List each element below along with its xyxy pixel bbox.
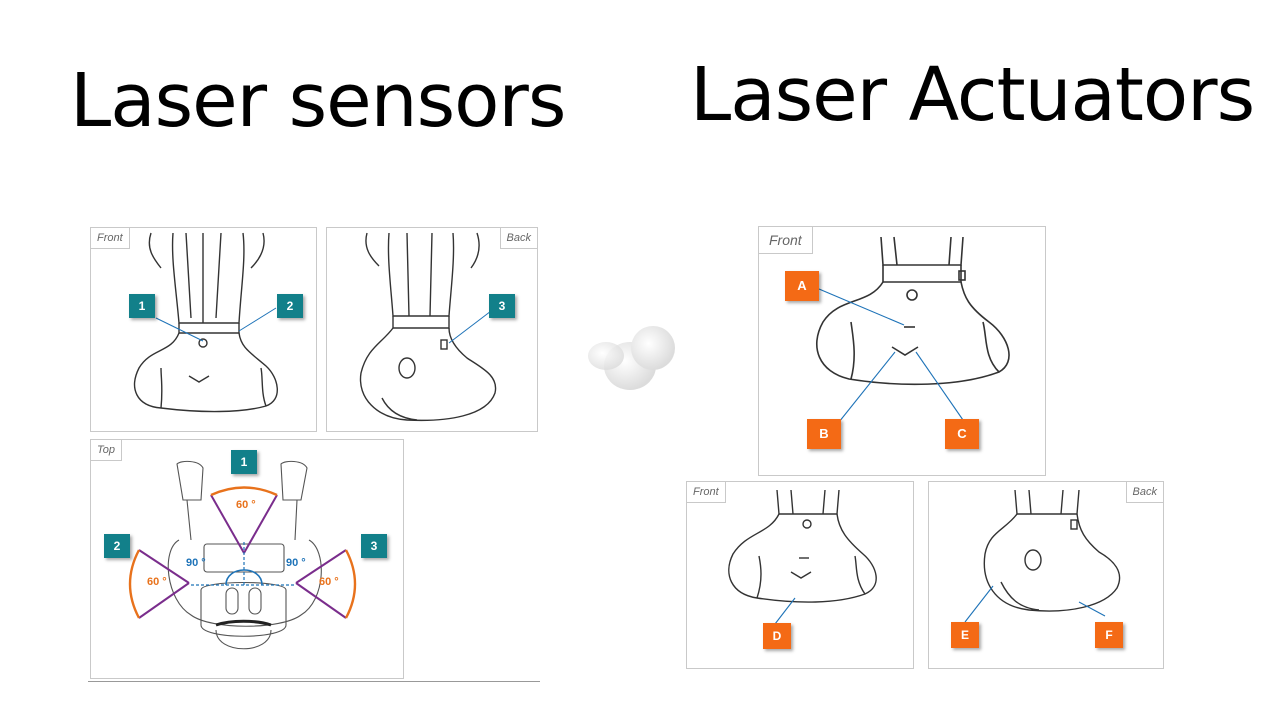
robot-base-front-large-drawing [815,236,1010,423]
sensor-badge-3: 3 [361,534,387,558]
sensor-badge-2: 2 [104,534,130,558]
robot-base-front-small-drawing [728,489,877,625]
view-label-front: Front [90,227,130,249]
sensor-badge-2: 2 [277,294,303,318]
decorative-cloud [588,326,675,390]
sensor-badge-3: 3 [489,294,515,318]
sensor-back-panel: Back 3 [326,227,538,432]
sensor-front-panel: Front 1 2 [90,227,317,432]
laser-actuators-title: Laser Actuators [690,52,1255,138]
actuator-badge-a: A [785,271,819,301]
view-label-front: Front [686,481,726,503]
robot-base-front-drawing [134,232,278,413]
angle-label-left-inner: 90 ° [186,557,206,569]
actuator-badge-b: B [807,419,841,449]
actuator-front-small-panel: Front D [686,481,914,669]
angle-label-left: 60 ° [147,576,167,588]
laser-sensors-title: Laser sensors [70,58,566,144]
view-label-back: Back [1125,481,1164,503]
sensor-badge-1: 1 [231,450,257,474]
actuator-badge-f: F [1095,622,1123,648]
divider-line [88,681,540,682]
actuator-badge-c: C [945,419,979,449]
robot-base-back-drawing [359,232,497,422]
actuator-badge-e: E [951,622,979,648]
robot-top-view-drawing [128,460,357,650]
actuator-badge-d: D [763,623,791,649]
actuator-front-large-panel: Front A B C [758,226,1046,476]
angle-label-front: 60 ° [236,499,256,511]
view-label-back: Back [499,227,538,249]
robot-base-back-small-drawing [964,489,1121,623]
angle-label-right-inner: 90 ° [286,557,306,569]
view-label-top: Top [90,439,122,461]
actuator-back-small-panel: Back E F [928,481,1164,669]
view-label-front: Front [758,226,813,254]
sensor-top-panel: Top 1 2 3 60 ° 60 ° 60 ° 90 ° 90 ° [90,439,404,679]
sensor-badge-1: 1 [129,294,155,318]
angle-label-right: 60 ° [319,576,339,588]
